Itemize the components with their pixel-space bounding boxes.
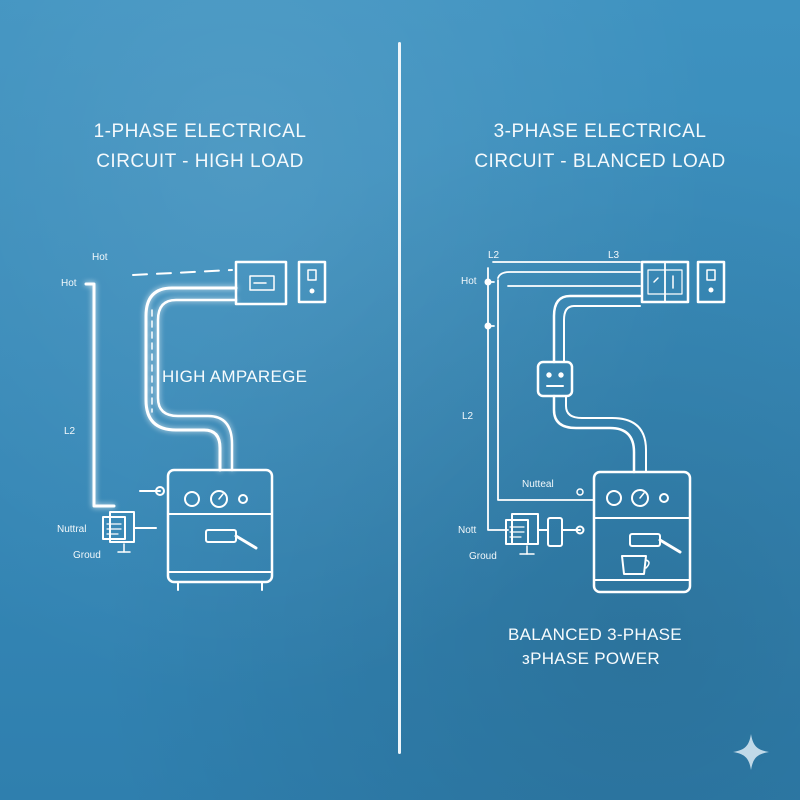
right-title-line1: 3-PHASE ELECTRICAL [493,121,707,142]
left-label-l2: L2 [64,426,76,437]
left-label-hot-side: Hot [61,278,77,289]
right-label-hot: Hot [461,276,477,287]
right-annotation-line2: зPHASE POWER [522,649,660,668]
right-load-balancer [536,360,574,398]
right-label-l2-top: L2 [488,250,500,261]
left-title-line2: CIRCUIT - HIGH LOAD [96,151,304,172]
left-title-line1: 1-PHASE ELECTRICAL [93,121,307,142]
left-espresso-machine [166,468,274,591]
right-title: 3-PHASE ELECTRICAL CIRCUIT - BLANCED LOA… [430,117,770,177]
left-main-cable [144,286,238,472]
right-wire-l2 [497,279,595,501]
right-annotation-line1: BALANCED 3-PHASE [508,625,682,644]
left-label-hot-top: Hot [92,252,108,263]
left-annotation-high-amperage: HIGH AMPAREGE [162,367,308,386]
right-label-l3-top: L3 [608,250,620,261]
right-wall-switch [696,260,726,304]
right-wire-l1 [487,267,509,531]
right-espresso-machine [592,470,692,594]
right-label-ground: Groud [469,551,497,562]
right-label-l2-side: L2 [462,411,474,422]
right-title-line2: CIRCUIT - BLANCED LOAD [474,151,726,172]
left-hot-wire [84,282,116,508]
right-main-cable [552,294,642,364]
center-divider [398,42,401,754]
left-ground-wire [133,490,161,529]
left-label-ground: Groud [73,550,101,561]
left-wall-switch [297,260,327,304]
left-dashed-feed [132,269,233,276]
left-title: 1-PHASE ELECTRICAL CIRCUIT - HIGH LOAD [40,117,360,177]
right-junction-box [505,513,585,555]
left-circuit [84,260,327,591]
left-label-neutral: Nuttral [57,524,87,535]
left-wall-receptacle [234,260,288,306]
left-junction-box [102,511,135,553]
right-label-nott: Nott [458,525,477,536]
sparkle-icon [733,734,769,770]
right-feed-lines [492,261,641,287]
right-circuit [484,260,726,594]
right-label-neutral: Nutteal [522,479,554,490]
right-wall-receptacle [640,260,690,304]
